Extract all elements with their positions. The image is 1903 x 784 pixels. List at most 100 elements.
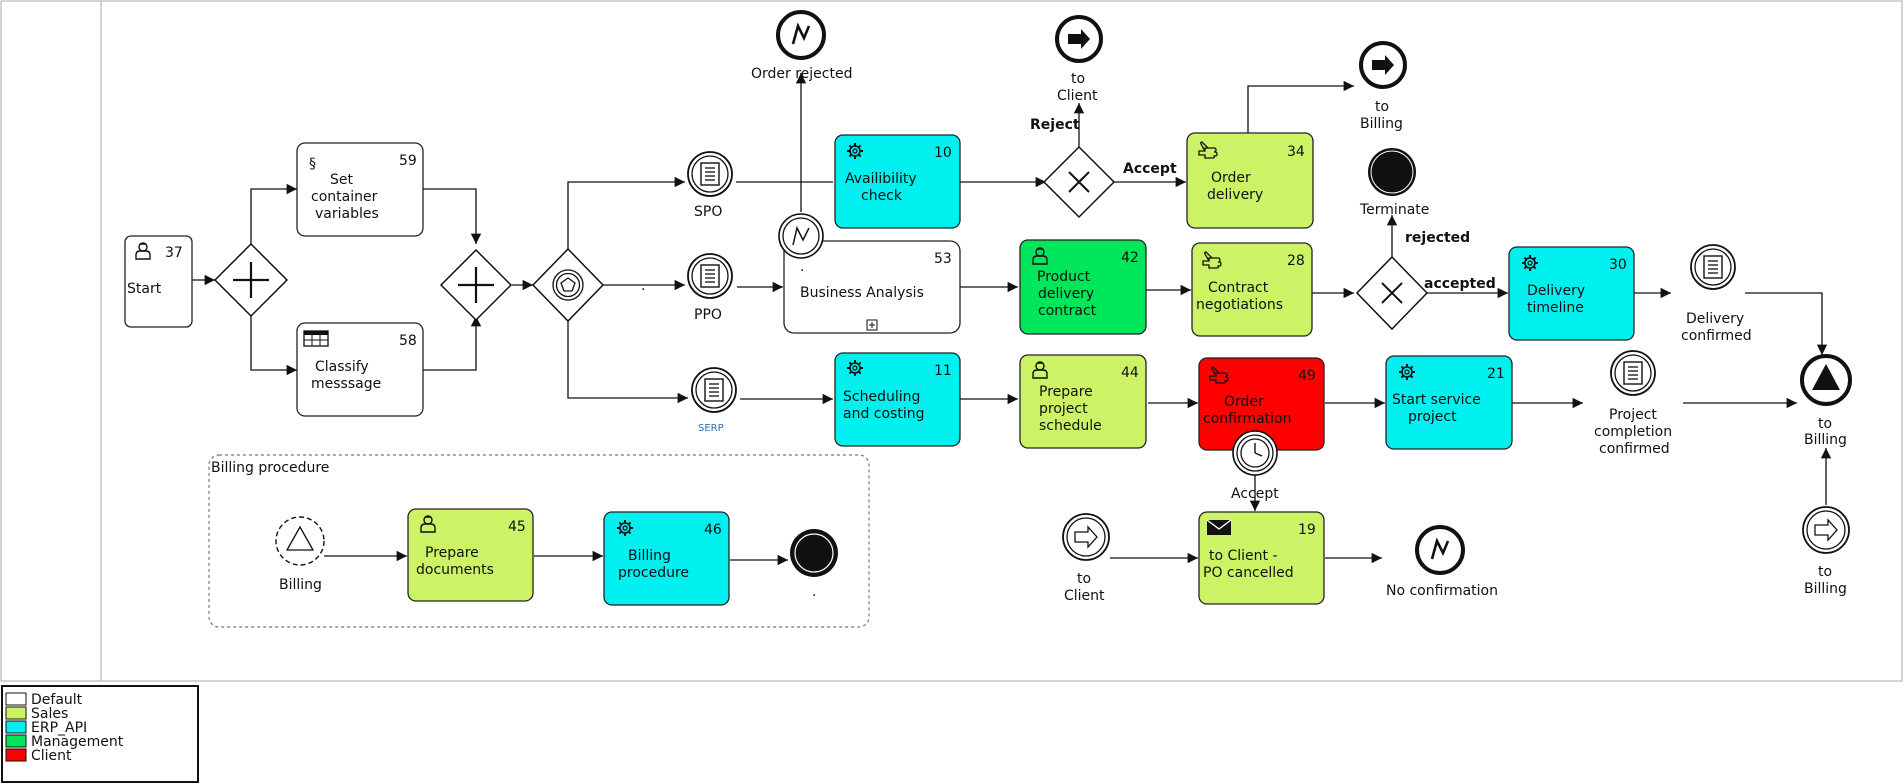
legend-swatch [5,692,27,706]
svg-text:SERP: SERP [698,423,724,434]
svg-text:Availibility: Availibility [845,171,917,187]
svg-text:SPO: SPO [694,204,722,220]
legend-label: Management [31,734,124,750]
task-availability-check[interactable]: 10 Availibility check [834,134,961,229]
svg-text:.: . [800,259,804,275]
subprocess-icon [866,319,878,331]
svg-text:49: 49 [1298,368,1316,384]
svg-text:delivery: delivery [1038,286,1094,302]
task-product-delivery-contract[interactable]: 42 Product delivery contract [1019,239,1147,335]
task-set-container[interactable]: § 59 Set container variables [296,142,424,237]
order-rejected-label: Order rejected [751,66,853,82]
svg-text:to: to [1077,571,1091,587]
task-classify[interactable]: 58 Classify messsage [296,322,424,417]
message-event-delivery-confirmed: Delivery confirmed [1681,244,1752,344]
svg-text:Terminate: Terminate [1359,202,1429,218]
svg-text:to Client -: to Client - [1209,548,1278,564]
svg-text:Billing: Billing [1360,116,1403,132]
task-prepare-documents[interactable]: 45 Prepare documents [407,508,534,602]
svg-text:Delivery: Delivery [1686,311,1744,327]
svg-text:variables: variables [315,206,379,222]
parallel-gateway-split [213,242,289,318]
svg-text:28: 28 [1287,253,1305,269]
legend-label: Client [31,748,72,764]
svg-text:Product: Product [1037,269,1091,285]
task-po-cancelled[interactable]: 19 to Client - PO cancelled [1198,511,1325,605]
legend-label: ERP_API [31,720,87,736]
legend-label: Default [31,692,83,708]
svg-text:Start service: Start service [1392,392,1481,408]
task-start-number: 37 [165,245,183,261]
svg-text:Classify: Classify [315,359,369,375]
task-order-delivery[interactable]: 34 Order delivery [1186,132,1314,229]
svg-text:messsage: messsage [311,376,381,392]
legend-swatch [5,734,27,748]
task-start-service-project[interactable]: 21 Start service project [1385,355,1513,450]
svg-text:Set: Set [330,172,354,188]
svg-text:Order: Order [1224,394,1264,410]
task-prepare-project-schedule[interactable]: 44 Prepare project schedule [1019,354,1147,449]
svg-text:Client: Client [1057,88,1098,104]
link-event-to-billing-bottom: to Billing [1802,506,1850,597]
task-scheduling-costing[interactable]: 11 Scheduling and costing [834,352,961,447]
svg-text:.: . [812,584,816,600]
terminate-end-event: Terminate [1359,148,1429,218]
svg-text:46: 46 [704,522,722,538]
svg-text:completion: completion [1594,424,1672,440]
task-delivery-timeline[interactable]: 30 Delivery timeline [1508,246,1635,341]
svg-text:to: to [1375,99,1389,115]
task-start-label: Start [127,281,162,297]
svg-text:timeline: timeline [1527,300,1584,316]
svg-text:negotiations: negotiations [1196,297,1283,313]
flow-label-rejected: rejected [1405,230,1470,246]
envelope-icon [1206,519,1232,535]
svg-text:Order: Order [1211,170,1251,186]
end-event-billing: . [790,529,838,600]
end-event-to-billing-top: to Billing [1359,41,1407,132]
svg-text:confirmed: confirmed [1599,441,1670,457]
table-icon [303,330,329,347]
svg-text:44: 44 [1121,365,1139,381]
legend-swatch [5,706,27,720]
timer-boundary-event: Accept [1231,430,1279,502]
legend-label: Sales [31,706,68,722]
event-based-gateway [531,247,605,323]
exclusive-gateway-contract [1355,255,1429,331]
svg-text:34: 34 [1287,144,1305,160]
legend-swatch [5,720,27,734]
task-billing-procedure[interactable]: 46 Billing procedure [603,511,730,606]
script-icon: § [309,156,316,172]
task-order-confirmation[interactable]: 49 Order confirmation [1198,357,1325,451]
svg-text:Delivery: Delivery [1527,283,1585,299]
flow-label-accept: Accept [1123,161,1177,177]
svg-text:.: . [641,278,645,294]
svg-text:Business Analysis: Business Analysis [800,285,924,301]
svg-text:19: 19 [1298,522,1316,538]
svg-text:documents: documents [416,562,494,578]
message-event-ppo: PPO . [641,253,733,323]
legend-swatch [5,748,27,762]
svg-text:42: 42 [1121,250,1139,266]
svg-text:Billing: Billing [628,548,671,564]
task-business-analysis[interactable]: 53 . Business Analysis [783,240,961,334]
task-contract-negotiations[interactable]: 28 Contract negotiations [1191,242,1313,337]
svg-text:project: project [1039,401,1088,417]
svg-text:Contract: Contract [1208,280,1269,296]
svg-text:Scheduling: Scheduling [843,389,920,405]
svg-text:Prepare: Prepare [425,545,479,561]
svg-text:procedure: procedure [618,565,689,581]
boundary-error-event [778,213,824,259]
svg-text:Billing: Billing [1804,432,1847,448]
svg-text:Billing: Billing [1804,581,1847,597]
signal-end-event-to-billing: to Billing [1800,354,1852,448]
svg-text:project: project [1408,409,1457,425]
signal-start-event-billing: Billing [275,516,325,593]
svg-text:container: container [311,189,378,205]
exclusive-gateway-reject [1042,145,1116,219]
svg-text:PPO: PPO [694,307,722,323]
task-start[interactable]: 37 Start [124,235,193,328]
billing-group [208,454,870,628]
svg-text:Project: Project [1609,407,1657,423]
svg-text:check: check [861,188,903,204]
